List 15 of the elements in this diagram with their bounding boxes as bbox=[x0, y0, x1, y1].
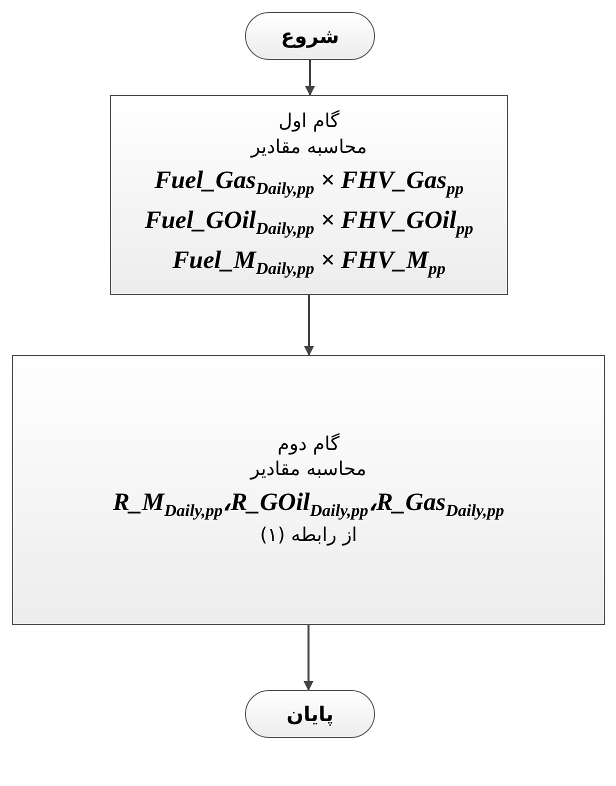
process-box bbox=[110, 95, 508, 295]
arrow bbox=[304, 625, 314, 691]
terminator: پایان bbox=[245, 690, 375, 738]
step-heading: گام اول bbox=[278, 109, 340, 134]
body-text: محاسبه مقادیر bbox=[250, 457, 366, 482]
formula: Fuel_Gas$_{Daily,pp}$ × FHV_Gas$_{pp}$ bbox=[154, 166, 464, 200]
body-text: محاسبه مقادیر bbox=[251, 135, 367, 160]
step-heading: گام دوم bbox=[277, 432, 340, 457]
arrow bbox=[305, 60, 315, 96]
process-box bbox=[12, 355, 605, 625]
arrow bbox=[304, 295, 314, 356]
body-text: از رابطه (۱) bbox=[260, 522, 358, 548]
formula: Fuel_M$_{Daily,pp}$ × FHV_M$_{pp}$ bbox=[172, 246, 446, 280]
terminator: شروع bbox=[245, 12, 375, 60]
formula: Fuel_GOil$_{Daily,pp}$ × FHV_GOil$_{pp}$ bbox=[144, 206, 474, 240]
